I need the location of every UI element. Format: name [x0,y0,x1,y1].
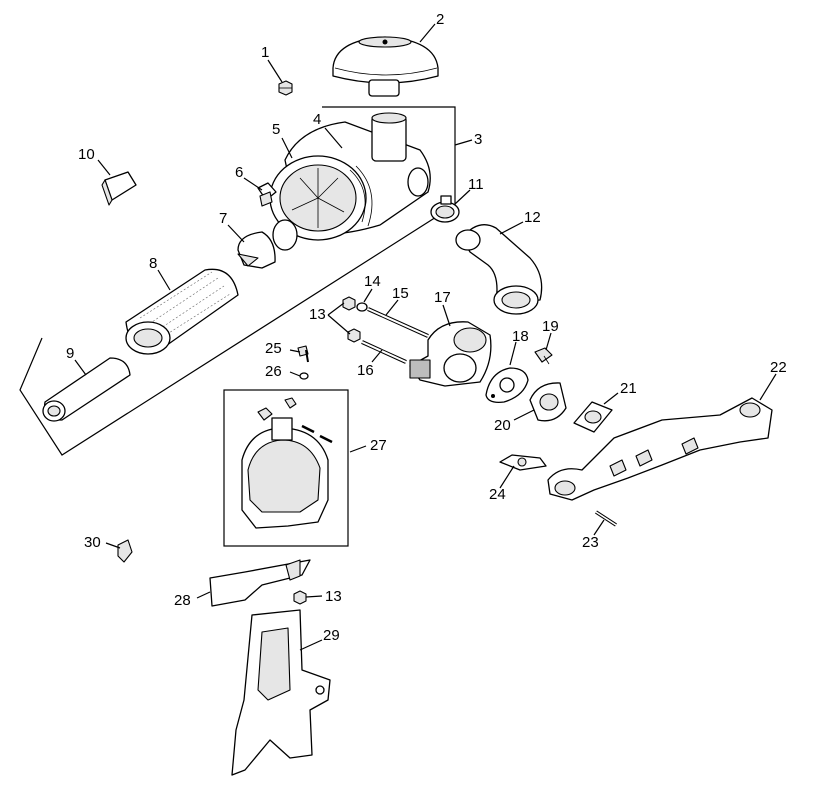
callout-29: 29 [323,627,340,644]
leader-lines [74,23,777,651]
part-hose-clamp [430,195,460,223]
part-gasket-21 [573,401,613,433]
callout-13b: 13 [325,588,342,605]
part-gasket-18 [485,367,529,403]
callout-10: 10 [78,146,95,163]
part-nut-13b [347,328,361,343]
part-bracket-28 [209,559,311,607]
callout-21: 21 [620,380,637,397]
callout-22: 22 [770,359,787,376]
callout-24: 24 [489,486,506,503]
callout-9: 9 [66,345,74,362]
callout-28: 28 [174,592,191,609]
part-bolt-25 [297,345,309,363]
part-air-cleaner-body [269,112,431,251]
part-fitting [534,347,553,365]
callout-19: 19 [542,318,559,335]
part-bolt-23 [595,510,617,527]
callout-25: 25 [265,340,282,357]
part-elbow-hose [455,224,543,315]
part-air-cleaner-cover [332,36,439,97]
part-gasket-24 [499,454,547,471]
callout-20: 20 [494,417,511,434]
callout-16: 16 [357,362,374,379]
callout-3: 3 [474,131,482,148]
callout-17: 17 [434,289,451,306]
callout-5: 5 [272,121,280,138]
part-vacuator-valve [237,231,276,269]
callout-26: 26 [265,363,282,380]
callout-1: 1 [261,44,269,61]
air-cleaner-group-frame [19,106,456,456]
callout-13a: 13 [309,306,326,323]
part-small-bracket [101,171,137,206]
part-clip [257,182,277,207]
callout-14: 14 [364,273,381,290]
part-stud-16 [361,340,407,364]
part-wing-nut [278,80,293,96]
part-stud-15 [367,307,429,338]
callout-4: 4 [313,111,321,128]
part-blower-housing-group [223,389,349,547]
callout-11: 11 [468,176,484,193]
part-washer-26 [299,372,309,380]
part-washer-14 [356,302,368,312]
callout-23: 23 [582,534,599,551]
callout-6: 6 [235,164,243,181]
callout-2: 2 [436,11,444,28]
callout-labels: 1 2 3 4 5 6 7 8 9 10 11 12 13 14 15 16 1… [66,11,787,644]
part-nut-13c [293,590,307,605]
callout-8: 8 [149,255,157,272]
callout-30: 30 [84,534,101,551]
part-spacer [529,382,567,422]
callout-18: 18 [512,328,529,345]
part-throttle-body [409,321,492,387]
part-intake-manifold [547,397,773,501]
part-nut-13a [342,296,356,311]
part-inner-element [42,357,131,422]
part-support-bracket-29 [231,609,331,776]
callout-27: 27 [370,437,387,454]
part-clip-30 [117,539,133,563]
callout-15: 15 [392,285,409,302]
callout-12: 12 [524,209,541,226]
callout-7: 7 [219,210,227,227]
part-filter-element [125,268,239,355]
